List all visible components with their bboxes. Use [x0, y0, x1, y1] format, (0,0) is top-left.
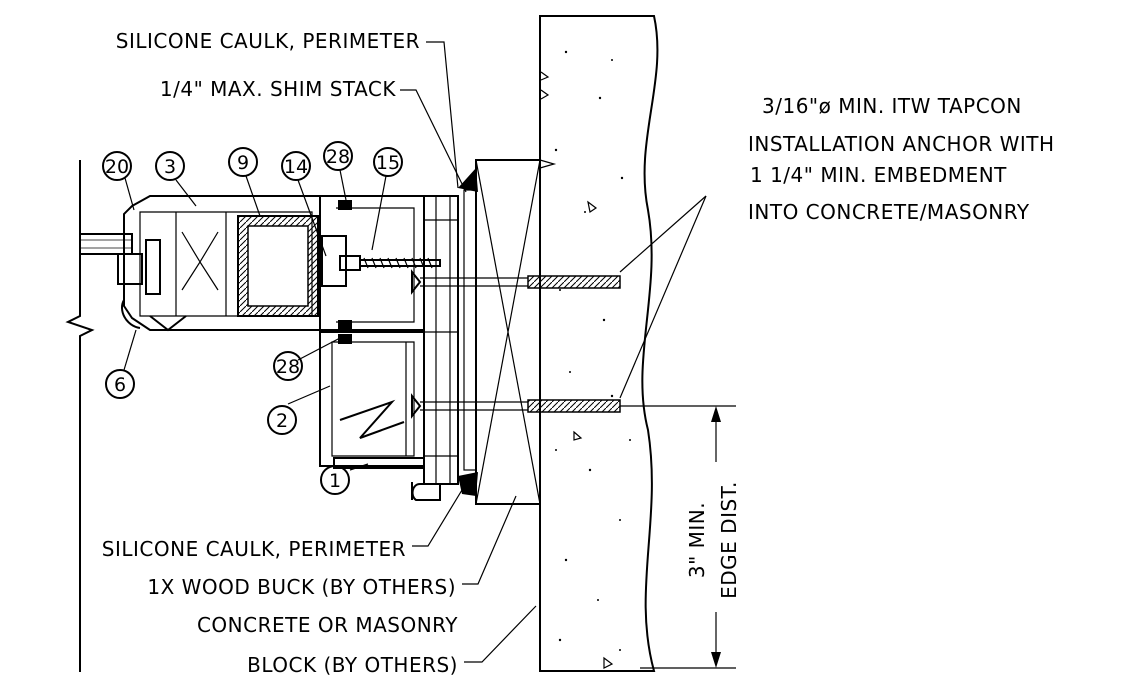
label-edge-distance: 3" MIN. EDGE DIST. [685, 481, 741, 599]
svg-text:6: 6 [114, 374, 126, 396]
svg-text:1: 1 [329, 470, 341, 492]
svg-text:1 1/4" MIN. EMBEDMENT: 1 1/4" MIN. EMBEDMENT [750, 163, 1007, 187]
label-silicone-caulk-bottom: SILICONE CAULK, PERIMETER [102, 537, 406, 561]
svg-text:INSTALLATION ANCHOR WITH: INSTALLATION ANCHOR WITH [748, 132, 1055, 156]
interior-break-line [65, 160, 95, 672]
svg-text:3: 3 [164, 156, 176, 178]
tapcon-anchor-lower [411, 393, 621, 419]
wood-buck [475, 159, 541, 505]
callout-28-bottom: 28 [273, 351, 303, 381]
caulk-bead-top [458, 168, 478, 192]
concrete-wall [539, 15, 659, 672]
svg-text:CONCRETE OR MASONRY: CONCRETE OR MASONRY [197, 613, 458, 637]
svg-text:3" MIN.: 3" MIN. [685, 502, 709, 578]
shim-stack [463, 189, 477, 471]
svg-text:14: 14 [284, 156, 308, 178]
callout-6: 6 [105, 369, 135, 399]
sash-assembly [79, 195, 352, 344]
callout-15: 15 [373, 147, 403, 177]
caulk-bead-bottom [458, 472, 478, 496]
frame-screw [339, 255, 441, 271]
svg-text:28: 28 [276, 356, 300, 378]
svg-text:28: 28 [326, 146, 350, 168]
svg-text:20: 20 [105, 156, 129, 178]
label-anchor-spec: 3/16"ø MIN. ITW TAPCON INSTALLATION ANCH… [748, 94, 1055, 224]
callout-1: 1 [320, 465, 350, 495]
label-substrate: CONCRETE OR MASONRY BLOCK (BY OTHERS) [197, 613, 458, 677]
callout-leaders [123, 169, 387, 471]
label-shim-stack: 1/4" MAX. SHIM STACK [160, 77, 396, 101]
leader-lines [400, 41, 736, 669]
svg-text:15: 15 [376, 152, 400, 174]
svg-text:9: 9 [237, 152, 249, 174]
callout-3: 3 [155, 151, 185, 181]
svg-text:INTO CONCRETE/MASONRY: INTO CONCRETE/MASONRY [748, 200, 1030, 224]
label-wood-buck: 1X WOOD BUCK (BY OTHERS) [147, 575, 456, 599]
callout-14: 14 [281, 151, 311, 181]
tapcon-anchor-upper [411, 269, 621, 295]
frame-profile [319, 195, 459, 501]
svg-text:3/16"ø MIN. ITW TAPCON: 3/16"ø MIN. ITW TAPCON [762, 94, 1022, 118]
svg-text:2: 2 [276, 410, 288, 432]
svg-text:BLOCK (BY OTHERS): BLOCK (BY OTHERS) [247, 653, 458, 677]
callout-2: 2 [267, 405, 297, 435]
label-silicone-caulk-top: SILICONE CAULK, PERIMETER [116, 29, 420, 53]
callout-9: 9 [228, 147, 258, 177]
svg-text:EDGE DIST.: EDGE DIST. [717, 481, 741, 599]
callout-28-top: 28 [323, 141, 353, 171]
callout-20: 20 [102, 151, 132, 181]
